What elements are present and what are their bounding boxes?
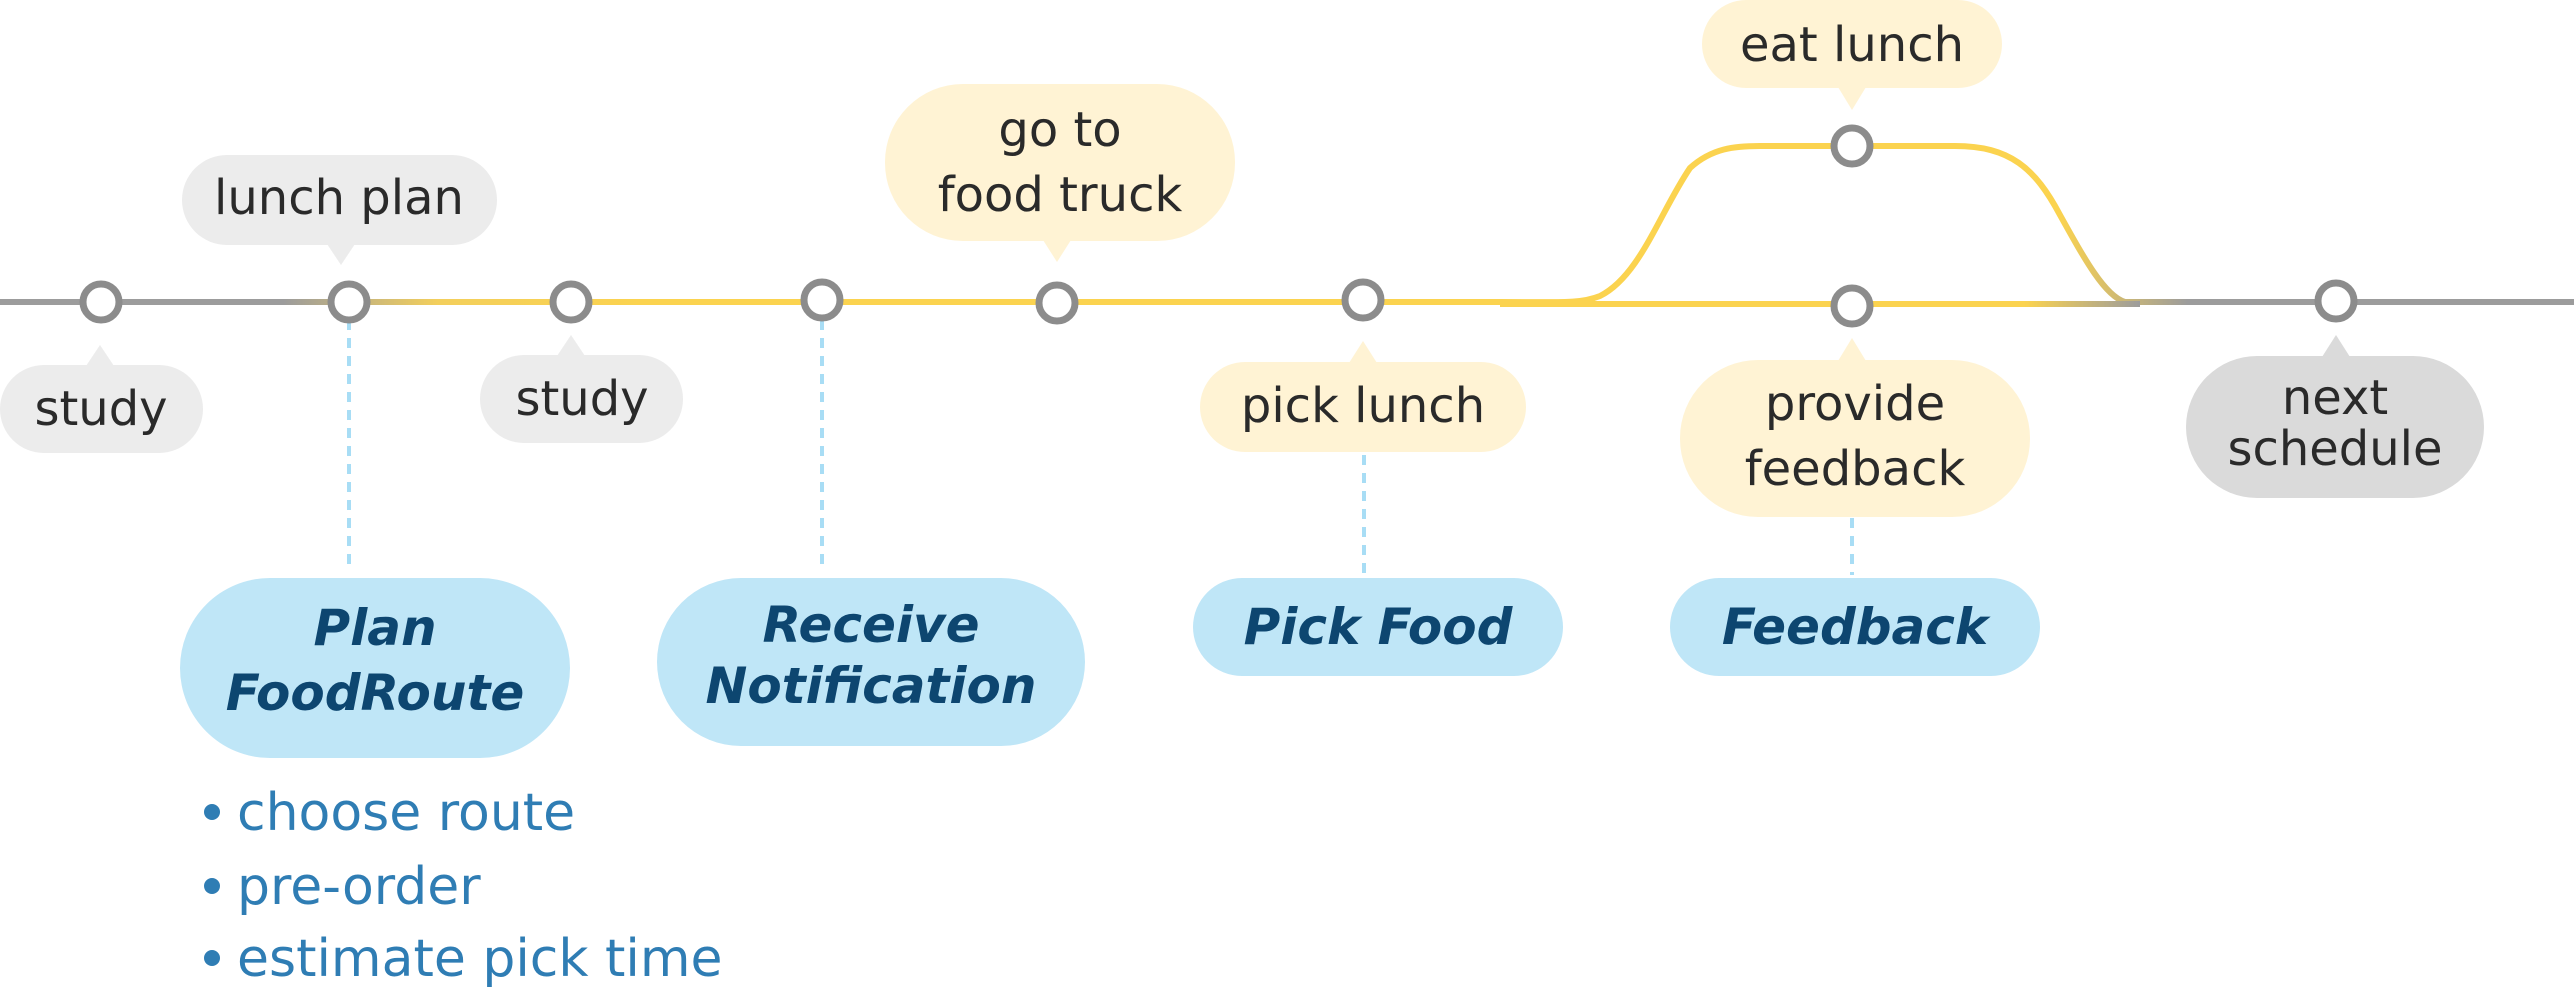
label-study-2: study [515, 371, 648, 427]
feature-pick-food: Pick Food [1193, 578, 1563, 676]
feature-receive-notification-line2: Notification [706, 657, 1037, 715]
feature-feedback: Feedback [1670, 578, 2040, 676]
feature-plan-food-route: Plan FoodRoute [180, 578, 570, 758]
node-lunch-plan [327, 280, 371, 324]
label-provide-feedback-line2: feedback [1745, 441, 1966, 497]
bullet-dot-1 [204, 804, 220, 820]
node-provide-feedback [1830, 284, 1874, 328]
bubble-study-1: study [0, 345, 203, 453]
node-pick-lunch [1341, 278, 1385, 322]
label-pick-lunch: pick lunch [1241, 378, 1485, 434]
feature-receive-notification: Receive Notification [657, 578, 1085, 746]
plan-detail-item-2: pre-order [237, 857, 481, 917]
bubble-go-to-food-truck: go to food truck [885, 84, 1235, 262]
bubble-lunch-plan: lunch plan [182, 155, 497, 265]
label-study-1: study [34, 381, 167, 437]
label-go-to-food-truck-line1: go to [998, 102, 1121, 158]
feature-pick-food-label: Pick Food [1244, 598, 1514, 656]
plan-details-list: choose route pre-order estimate pick tim… [204, 783, 723, 989]
node-eat-lunch [1830, 124, 1874, 168]
bubble-provide-feedback: provide feedback [1680, 338, 2030, 517]
label-provide-feedback-line1: provide [1765, 376, 1945, 432]
bullet-dot-2 [204, 878, 220, 894]
feature-feedback-label: Feedback [1722, 598, 1991, 656]
label-eat-lunch: eat lunch [1740, 17, 1964, 73]
feature-plan-food-route-line1: Plan [313, 599, 436, 657]
plan-detail-item-3: estimate pick time [237, 929, 723, 989]
bullet-dot-3 [204, 950, 220, 966]
node-study-1 [79, 280, 123, 324]
feature-plan-food-route-line2: FoodRoute [226, 664, 525, 722]
label-lunch-plan: lunch plan [214, 170, 464, 226]
bubble-study-2: study [480, 335, 683, 443]
bubble-next-schedule: next schedule [2186, 335, 2484, 498]
label-next-schedule-line2: schedule [2227, 421, 2442, 477]
node-next-schedule [2314, 279, 2358, 323]
label-go-to-food-truck-line2: food truck [938, 167, 1183, 223]
plan-detail-item-1: choose route [237, 783, 575, 843]
node-go-to-food-truck [1035, 281, 1079, 325]
bubble-pick-lunch: pick lunch [1200, 341, 1526, 452]
feature-receive-notification-line1: Receive [762, 596, 979, 654]
node-study-2 [549, 280, 593, 324]
bubble-eat-lunch: eat lunch [1702, 0, 2002, 110]
timeline-track [0, 143, 2574, 306]
label-next-schedule-line1: next [2282, 370, 2388, 426]
node-notification [800, 278, 844, 322]
